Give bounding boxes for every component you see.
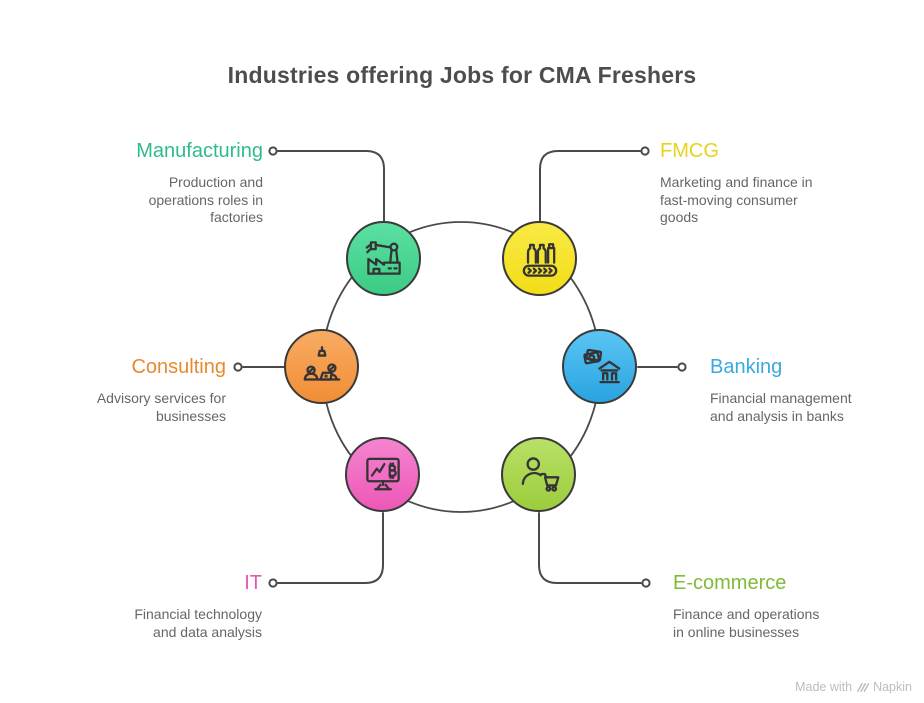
node-circle-consulting bbox=[284, 329, 359, 404]
node-circle-fmcg bbox=[502, 221, 577, 296]
endpoint-dot-banking bbox=[677, 362, 687, 372]
node-label-manufacturing: Manufacturing Production and operations … bbox=[136, 139, 263, 227]
watermark-prefix: Made with bbox=[795, 680, 853, 694]
endpoint-dot-it bbox=[268, 578, 278, 588]
napkin-logo-icon bbox=[857, 682, 870, 692]
node-circle-it bbox=[345, 437, 420, 512]
factory-icon bbox=[365, 240, 401, 275]
node-title-it: IT bbox=[244, 572, 262, 594]
node-circle-manufacturing bbox=[346, 221, 421, 296]
bank-money-icon bbox=[582, 348, 620, 383]
node-desc-fmcg: Marketing and finance in fast-moving con… bbox=[660, 174, 813, 225]
node-desc-manufacturing: Production and operations roles in facto… bbox=[148, 174, 263, 225]
node-title-banking: Banking bbox=[710, 356, 783, 378]
node-circle-ecommerce bbox=[501, 437, 576, 512]
monitor-bitcoin-icon bbox=[365, 457, 400, 490]
node-desc-consulting: Advisory services for businesses bbox=[96, 390, 226, 424]
connector-manufacturing bbox=[277, 150, 385, 222]
node-label-consulting: Consulting Advisory services for busines… bbox=[97, 355, 226, 425]
person-cart-icon bbox=[521, 456, 559, 492]
node-title-manufacturing: Manufacturing bbox=[136, 140, 263, 162]
node-title-ecommerce: E-commerce bbox=[673, 572, 787, 594]
node-desc-banking: Financial management and analysis in ban… bbox=[710, 390, 852, 424]
connector-it bbox=[277, 512, 384, 584]
connector-fmcg bbox=[539, 150, 641, 222]
node-title-fmcg: FMCG bbox=[660, 140, 719, 162]
node-title-consulting: Consulting bbox=[131, 356, 226, 378]
watermark-brand: Napkin bbox=[873, 680, 912, 694]
endpoint-dot-fmcg bbox=[640, 146, 650, 156]
node-circle-banking bbox=[562, 329, 637, 404]
node-label-it: IT Financial technology and data analysi… bbox=[134, 571, 262, 641]
endpoint-dot-ecommerce bbox=[641, 578, 651, 588]
page-title: Industries offering Jobs for CMA Fresher… bbox=[227, 62, 697, 88]
connector-ecommerce bbox=[538, 512, 642, 584]
endpoint-dot-manufacturing bbox=[268, 146, 278, 156]
node-label-fmcg: FMCG Marketing and finance in fast-movin… bbox=[660, 139, 813, 227]
node-label-ecommerce: E-commerce Finance and operations in onl… bbox=[673, 571, 819, 641]
node-desc-ecommerce: Finance and operations in online busines… bbox=[673, 606, 820, 640]
node-desc-it: Financial technology and data analysis bbox=[134, 606, 262, 640]
napkin-watermark: Made with Napkin bbox=[795, 680, 912, 694]
endpoint-dot-consulting bbox=[233, 362, 243, 372]
conveyor-bottles-icon bbox=[522, 242, 557, 277]
advisors-desk-icon bbox=[303, 345, 340, 381]
node-label-banking: Banking Financial management and analysi… bbox=[710, 355, 852, 425]
